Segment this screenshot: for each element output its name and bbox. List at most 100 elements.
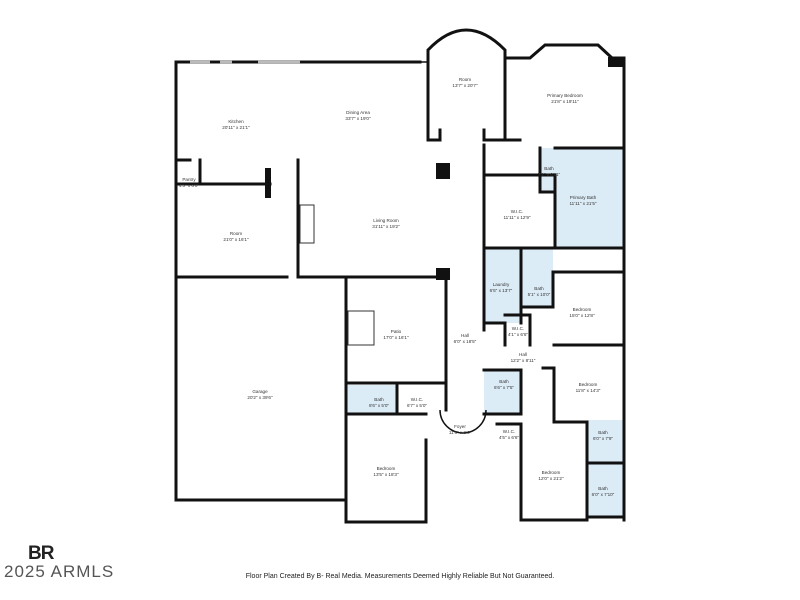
room-dims: 15'0" x 12'8" xyxy=(569,313,595,318)
room-wic-small: W.I.C.4'1" x 6'6" xyxy=(508,326,528,337)
room-dims: 4'1" x 6'6" xyxy=(508,332,528,337)
room-name: Foyer xyxy=(454,424,466,429)
room-name: Bath xyxy=(374,397,384,402)
room-name: Bath xyxy=(598,430,608,435)
room-wic-primary: W.I.C.11'11" x 12'9" xyxy=(503,209,530,220)
room-name: Bedroom xyxy=(579,382,598,387)
room-dims: 4'5" x 6'0" xyxy=(179,183,199,188)
room-dims: 6'5" x 13'7" xyxy=(490,288,513,293)
bath-e2-fill xyxy=(587,463,624,517)
room-dims: 6'0" x 7'9" xyxy=(593,436,613,441)
room-dims: 11'11" x 12'9" xyxy=(503,215,530,220)
walls xyxy=(174,28,626,524)
room-name: Pantry xyxy=(182,177,196,182)
room-dims: 33'7" x 19'0" xyxy=(345,116,371,121)
room-dims: 5'1" x 10'0" xyxy=(528,292,551,297)
wet-room-fills xyxy=(347,148,624,517)
room-name: W.I.C. xyxy=(411,397,424,402)
room-name: Kitchen xyxy=(228,119,244,124)
room-name: Hall xyxy=(461,333,469,338)
room-name: Primary Bath xyxy=(570,195,597,200)
room-dims: 6'0" x 7'10" xyxy=(592,492,615,497)
footer-disclaimer: Floor Plan Created By B- Real Media. Mea… xyxy=(245,573,555,580)
room-dims: 21'0" x 16'1" xyxy=(223,237,249,242)
fireplace-living xyxy=(299,204,315,244)
room-name: Room xyxy=(230,231,242,236)
room-name: W.I.C. xyxy=(512,326,525,331)
primary-bath-fill xyxy=(555,148,624,248)
room-dims: 11'8" x 14'3" xyxy=(576,388,601,393)
bath-hall-fill xyxy=(484,370,521,414)
room-dims: 13'7" x 20'7" xyxy=(452,83,478,88)
brand-logo: BR 2025 ARMLS xyxy=(4,543,115,581)
room-wic-foyer: W.I.C.4'5" x 6'6" xyxy=(499,429,519,440)
room-name: Bedroom xyxy=(377,466,396,471)
room-dims: 4'5" x 6'6" xyxy=(499,435,519,440)
room-name: Patio xyxy=(391,329,402,334)
room-dims: 20'2" x 39'6" xyxy=(247,395,273,400)
room-name: Living Room xyxy=(373,218,399,223)
room-dims: 31'11" x 19'2" xyxy=(372,224,400,229)
room-name: Bath xyxy=(544,166,554,171)
room-name: Bath xyxy=(499,379,509,384)
room-name: W.I.C. xyxy=(511,209,524,214)
room-name: Bath xyxy=(534,286,544,291)
room-name: Laundry xyxy=(493,282,510,287)
room-dims: 11'11" x 21'5" xyxy=(569,201,596,206)
logo-mark: BR xyxy=(28,543,54,564)
room-name: Garage xyxy=(252,389,268,394)
room-wic-sw: W.I.C.6'7" x 5'0" xyxy=(407,397,427,408)
bath-small-fill xyxy=(540,148,556,192)
room-name: Room xyxy=(459,77,471,82)
room-name: W.I.C. xyxy=(503,429,516,434)
room-name: Bedroom xyxy=(573,307,592,312)
room-name: Bedroom xyxy=(542,470,561,475)
room-dims: 6'6" x 7'5" xyxy=(494,385,514,390)
room-dims: 12'2" x 8'11" xyxy=(511,358,536,363)
laundry-fill xyxy=(484,248,521,323)
room-dims: 21'8" x 19'11" xyxy=(551,99,579,104)
room-dims: 8'6" x 5'0" xyxy=(369,403,389,408)
room-dims: 6'7" x 5'0" xyxy=(407,403,427,408)
room-name: Hall xyxy=(519,352,527,357)
copyright-text: 2025 ARMLS xyxy=(4,562,115,581)
room-name: Dining Area xyxy=(346,110,370,115)
room-dims: 20'11" x 21'1" xyxy=(222,125,250,130)
room-dims: 13'5" x 18'3" xyxy=(373,472,399,477)
room-dims: 12'0" x 21'2" xyxy=(538,476,564,481)
bath-sw-fill xyxy=(347,385,397,414)
bath-e1-fill xyxy=(587,420,624,463)
room-dims: 17'0" x 16'1" xyxy=(383,335,409,340)
room-name: Bath xyxy=(598,486,608,491)
room-name: Primary Bedroom xyxy=(547,93,583,98)
room-dims: 6'0" x 18'5" xyxy=(454,339,477,344)
room-dims: 7'1" x 6'11" xyxy=(538,172,561,177)
fireplaces xyxy=(299,204,375,346)
